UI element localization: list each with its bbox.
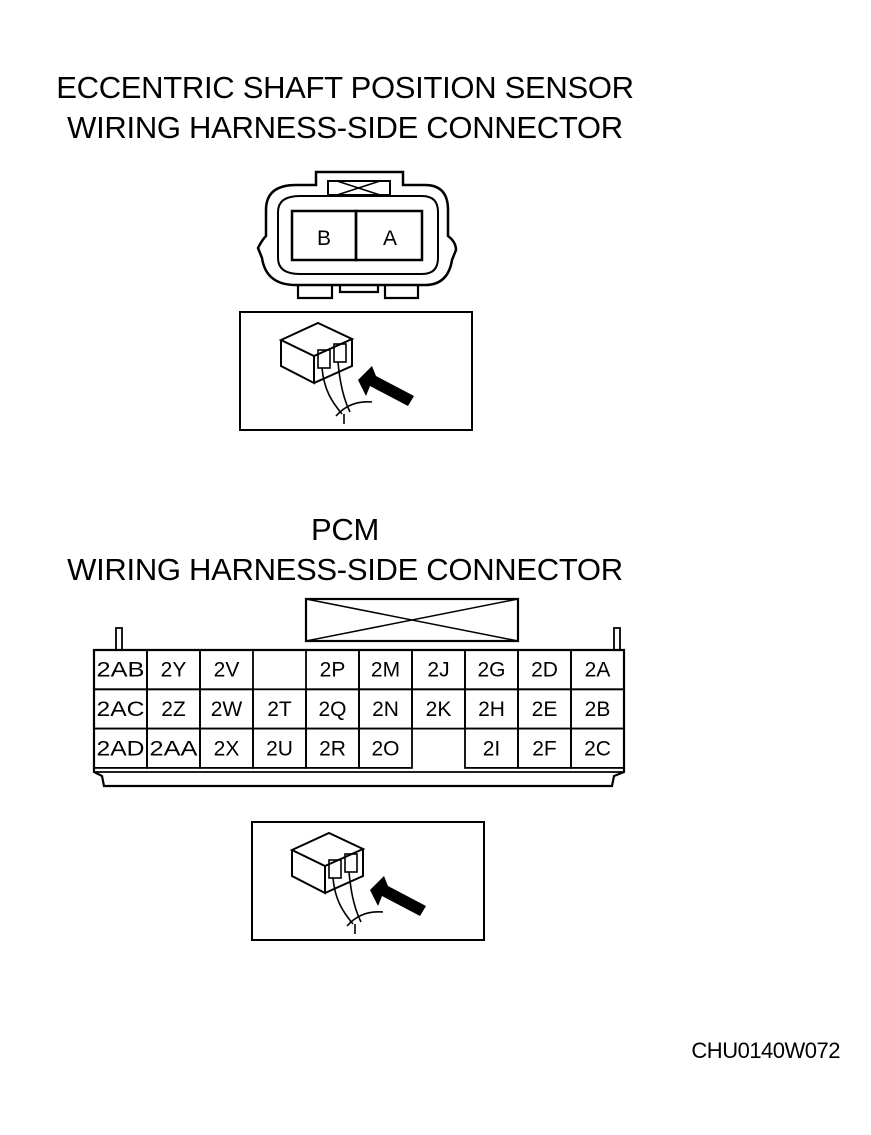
pcm-pin-label: 2E xyxy=(532,698,558,721)
sensor-terminal-a: A xyxy=(383,227,397,250)
figure-reference-code: CHU0140W072 xyxy=(691,1038,840,1063)
pcm-pin-label: 2R xyxy=(319,737,346,760)
pcm-pin-cell xyxy=(358,727,413,769)
pcm-pin-label: 2A xyxy=(585,659,611,682)
pcm-pin-label: 2P xyxy=(320,659,346,682)
pcm-pin-label: 2V xyxy=(214,659,240,682)
pcm-pin-label: 2AC xyxy=(97,698,145,721)
pcm-pin-label: 2N xyxy=(372,698,399,721)
pcm-pin-label: 2AD xyxy=(97,737,145,760)
pcm-pin-label: 2Q xyxy=(318,698,346,721)
pcm-pin-label: 2I xyxy=(483,737,501,760)
arrow-icon xyxy=(370,876,426,916)
pcm-pin-grid: 2AB 2Y 2V 2P 2M 2J 2G 2D 2A 2AC 2Z 2W 2T 2Q 2N 2K 2H 2E 2B… xyxy=(93,649,625,769)
connector-view-icon xyxy=(239,311,473,431)
pcm-pin-label: 2T xyxy=(267,698,292,721)
pcm-pin-label: 2U xyxy=(266,737,293,760)
sensor-connector xyxy=(256,170,458,300)
pcm-pin-label: 2J xyxy=(427,659,449,682)
pcm-pin-label: 2AA xyxy=(150,737,198,760)
pcm-pin-label: 2B xyxy=(585,698,611,721)
pcm-pin-cell xyxy=(570,727,625,769)
pcm-pin-label: 2Z xyxy=(161,698,186,721)
pcm-pin-label: 2C xyxy=(584,737,611,760)
pcm-pin-label: 2W xyxy=(211,698,243,721)
pcm-pin-label: 2AB xyxy=(97,659,145,682)
pcm-pin-label: 2D xyxy=(531,659,558,682)
pcm-pin-label: 2Y xyxy=(161,659,187,682)
pcm-title-line2: WIRING HARNESS-SIDE CONNECTOR xyxy=(67,552,623,587)
pcm-pin-label: 2M xyxy=(371,659,400,682)
sensor-title-line2: WIRING HARNESS-SIDE CONNECTOR xyxy=(67,110,623,145)
sensor-title-line1: ECCENTRIC SHAFT POSITION SENSOR xyxy=(56,70,634,105)
connector-view-icon xyxy=(251,821,485,941)
pcm-pin-label: 2G xyxy=(477,659,505,682)
sensor-terminal-b: B xyxy=(317,227,331,250)
arrow-icon xyxy=(358,366,414,406)
pcm-title-line1: PCM xyxy=(311,512,379,547)
pcm-pin-label: 2O xyxy=(371,737,399,760)
pcm-pin-label: 2F xyxy=(532,737,557,760)
pcm-pin-label: 2K xyxy=(426,698,452,721)
pcm-pin-label: 2X xyxy=(214,737,240,760)
pcm-pin-label: 2H xyxy=(478,698,505,721)
